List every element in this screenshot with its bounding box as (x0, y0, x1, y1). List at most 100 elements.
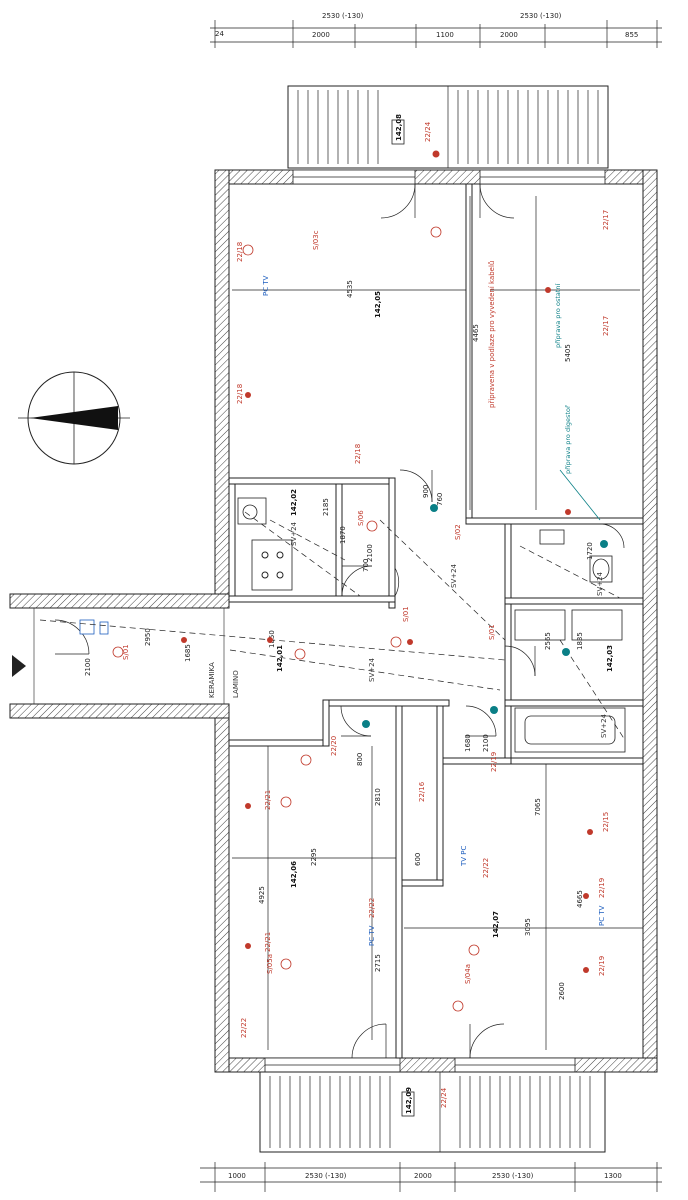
svg-text:760: 760 (436, 493, 444, 506)
svg-text:2100: 2100 (482, 734, 490, 752)
svg-text:2100: 2100 (84, 658, 92, 676)
label-s01-hall: S/01 (402, 606, 410, 622)
label-s03: S/03c (312, 230, 320, 250)
balcony-bottom: 142,09 22/24 (259, 1071, 606, 1153)
label-s01-right: S/01 (488, 624, 496, 640)
doors (54, 183, 625, 1059)
svg-text:2950: 2950 (144, 628, 152, 646)
svg-text:2565: 2565 (544, 632, 552, 650)
dim-top-6: 855 (625, 31, 638, 39)
label-z9-top: 22/24 (424, 121, 432, 142)
north-compass (18, 371, 130, 465)
label-sv-3: SV+24 (368, 657, 376, 682)
dim-top-1: 2530 (-130) (322, 12, 364, 20)
svg-text:1685: 1685 (184, 644, 192, 662)
label-z1-b: 22/18 (236, 384, 244, 404)
label-sv-1: SV+24 (290, 521, 298, 546)
svg-text:800: 800 (356, 753, 364, 766)
label-z9-bottom: 22/24 (440, 1087, 448, 1108)
area-balcony-top: 142,08 (395, 114, 403, 141)
area-balcony-bottom: 142,09 (405, 1087, 413, 1114)
dim-bottom-0: 1000 (228, 1172, 246, 1180)
svg-text:700: 700 (362, 559, 370, 572)
label-z2-b: 22/17 (602, 316, 610, 336)
balcony-top: 142,08 22/24 (287, 85, 609, 169)
svg-text:4465: 4465 (472, 324, 480, 342)
entrance-arrow (12, 655, 26, 677)
area-room-top-left: 142,05 (374, 291, 382, 318)
socket-marker (432, 150, 440, 158)
label-pc-tv-right: PC TV (598, 905, 606, 926)
svg-text:600: 600 (414, 853, 422, 866)
label-z2-a: 22/17 (602, 210, 610, 230)
label-lamino: LAMINO (232, 670, 240, 698)
label-z7: 22/16 (418, 781, 426, 802)
svg-text:2600: 2600 (558, 982, 566, 1000)
svg-text:4925: 4925 (258, 886, 266, 904)
area-bath: 142,02 (290, 489, 298, 516)
label-z4-b: 22/19 (598, 956, 606, 976)
label-s06: S/06 (357, 510, 365, 526)
label-pc-tv-top: PC TV (262, 275, 270, 296)
svg-text:2295: 2295 (310, 848, 318, 866)
inner-dimensions (232, 196, 643, 1050)
water-markers (362, 469, 608, 728)
area-room-bottom-right: 142,07 (492, 911, 500, 938)
label-pc-tv-left: PC TV (368, 925, 376, 946)
window-bottom (264, 1057, 576, 1073)
bottom-dimension-line: 1000 2530 (-130) 2000 2530 (-130) 1300 (200, 1162, 662, 1192)
svg-text:2810: 2810 (374, 788, 382, 806)
label-radiator: KERAMIKA (208, 662, 216, 698)
kitchen-note: připravena v podlaze pro vyvedení kabelů (488, 261, 496, 408)
area-bath-right: 142,03 (606, 645, 614, 672)
label-z8-c: 22/22 (368, 898, 376, 918)
svg-text:4535: 4535 (346, 280, 354, 298)
electrical-labels: PC TV TV PC PC TV PC TV připravena v pod… (122, 210, 610, 1038)
svg-text:1720: 1720 (586, 542, 594, 560)
label-z1: 22/18 (236, 242, 244, 262)
label-s05: S/05a (266, 954, 274, 974)
svg-text:900: 900 (422, 485, 430, 498)
dim-top-2: 2000 (312, 31, 330, 39)
label-z6-b: 22/21 (264, 932, 272, 952)
label-s01-entrance: S/01 (122, 644, 130, 660)
svg-text:7065: 7065 (534, 798, 542, 816)
label-sv-2: SV+24 (450, 563, 458, 588)
label-z3: 22/20 (330, 736, 338, 756)
label-z6: 22/21 (264, 790, 272, 810)
area-hall: 142,01 (276, 645, 284, 672)
svg-text:2715: 2715 (374, 954, 382, 972)
label-s02: S/02 (454, 524, 462, 540)
label-z1-c: 22/18 (354, 444, 362, 464)
dim-top-5: 2530 (-130) (520, 12, 562, 20)
dim-bottom-2: 2000 (414, 1172, 432, 1180)
svg-text:5405: 5405 (564, 344, 572, 362)
svg-text:4665: 4665 (576, 890, 584, 908)
label-z8: 22/22 (482, 858, 490, 878)
dim-top-0: 24 (215, 30, 224, 38)
dim-bottom-3: 2530 (-130) (492, 1172, 534, 1180)
label-sv-5: SV+24 (600, 713, 608, 738)
interior-walls (228, 183, 644, 1059)
label-tv-pc-mid: TV PC (460, 845, 468, 867)
svg-text:1680: 1680 (464, 734, 472, 752)
power-markers (112, 226, 593, 1088)
kitchen-note-2: příprava pro digestoř (564, 405, 572, 474)
area-room-bottom-left: 142,06 (290, 861, 298, 888)
dim-bottom-1: 2530 (-130) (305, 1172, 347, 1180)
label-z8-b: 22/22 (240, 1018, 248, 1038)
label-s04: S/04a (464, 964, 472, 984)
svg-text:3095: 3095 (524, 918, 532, 936)
label-z4-c: 22/19 (598, 878, 606, 898)
window-top (292, 169, 606, 185)
label-z4: 22/19 (490, 752, 498, 772)
entrance-hall (33, 607, 225, 705)
label-z5: 22/15 (602, 812, 610, 832)
kitchen-note-3: příprava pro ostatní (554, 283, 562, 348)
dim-top-3: 1100 (436, 31, 454, 39)
svg-text:2185: 2185 (322, 498, 330, 516)
dim-bottom-4: 1300 (604, 1172, 622, 1180)
svg-text:2100: 2100 (366, 544, 374, 562)
dim-top-4: 2000 (500, 31, 518, 39)
